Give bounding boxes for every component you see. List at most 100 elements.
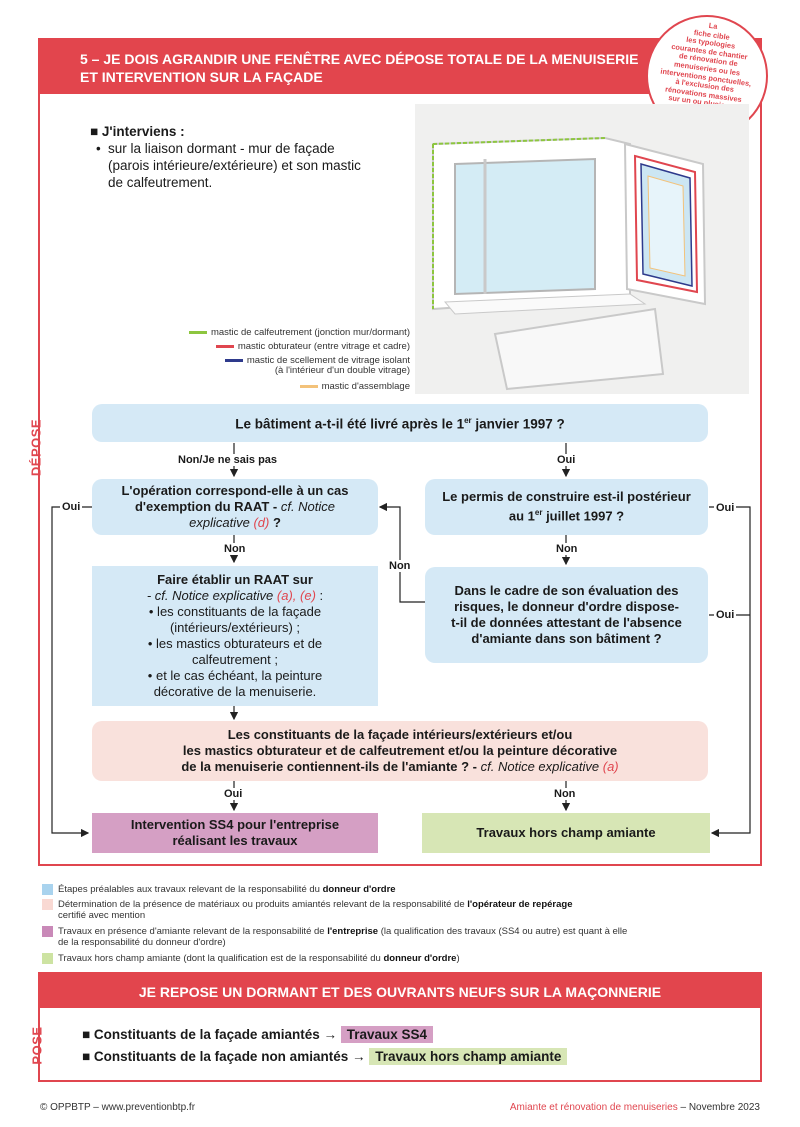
footer-left: © OPPBTP – www.preventionbtp.fr xyxy=(40,1102,196,1113)
q1-sup: er xyxy=(464,416,472,426)
q3-sup: er xyxy=(534,508,543,518)
legend-color-text: Travaux en présence d'amiante relevant d… xyxy=(58,926,758,948)
legend-color-text-line2: de la responsabilité du donneur d'ordre) xyxy=(58,937,226,948)
pose-bullet: ■ xyxy=(82,1049,94,1064)
raat-item: (intérieurs/extérieurs) ; xyxy=(169,620,301,635)
q4-line: risques, le donneur d'ordre dispose- xyxy=(454,599,679,614)
pose-bullet: ■ xyxy=(82,1027,94,1042)
q2-cf: cf. Notice xyxy=(280,499,336,514)
depose-banner: 5 – JE DOIS AGRANDIR UNE FENÊTRE AVEC DÉ… xyxy=(38,38,762,94)
q3-line2-end: juillet 1997 ? xyxy=(542,508,625,524)
page-title-line1: 5 – JE DOIS AGRANDIR UNE FENÊTRE AVEC DÉ… xyxy=(80,51,639,67)
pose-item2-tag: Travaux hors champ amiante xyxy=(369,1048,568,1065)
arrow-icon: → xyxy=(323,1027,338,1042)
label-non-q5: Non xyxy=(552,788,578,800)
footer-date: – Novembre 2023 xyxy=(677,1102,760,1113)
label-non-q4: Non xyxy=(387,560,413,572)
question-delivery-date: Le bâtiment a-t-il été livré après le 1e… xyxy=(92,404,708,442)
legend-swatch xyxy=(188,330,207,334)
q3-line2: au 1 xyxy=(508,508,535,524)
question-asbestos-data: Dans le cadre de son évaluation des risq… xyxy=(425,567,708,663)
pose-item-non-amiante: ■ Constituants de la façade non amiantés… xyxy=(82,1047,568,1067)
legend-swatch xyxy=(224,358,243,362)
raat-colon: : xyxy=(315,588,324,603)
arrow-icon: → xyxy=(351,1049,366,1064)
outcome-hors-champ: Travaux hors champ amiante xyxy=(422,813,710,853)
raat-cf: - cf. Notice explicative xyxy=(146,588,274,603)
intro-bullet-line: de calfeutrement. xyxy=(108,175,213,190)
q4-line: d'amiante dans son bâtiment ? xyxy=(471,631,662,646)
raat-item: calfeutrement ; xyxy=(192,652,278,667)
illustration-legend-item: mastic d'assemblage xyxy=(299,381,410,392)
pose-item-amiante: ■ Constituants de la façade amiantés → T… xyxy=(82,1025,434,1045)
page-title-line2: ET INTERVENTION SUR LA FAÇADE xyxy=(80,69,323,85)
window-drawing xyxy=(432,136,707,391)
raat-ref: (a), (e) xyxy=(276,588,316,603)
legend-swatch xyxy=(299,384,318,388)
legend-text: mastic de calfeutrement (jonction mur/do… xyxy=(210,327,410,338)
q1-text: Le bâtiment a-t-il été livré après le 1 xyxy=(235,416,465,432)
pose-title: JE REPOSE UN DORMANT ET DES OUVRANTS NEU… xyxy=(138,984,662,1000)
ss4-line2: réalisant les travaux xyxy=(172,833,298,848)
legend-color-swatch xyxy=(42,884,53,895)
pose-side-label: POSE xyxy=(29,1026,45,1065)
raat-item: • les mastics obturateurs et de xyxy=(147,636,323,651)
pose-item1-tag: Travaux SS4 xyxy=(340,1026,434,1043)
pose-item1-label: Constituants de la façade amiantés xyxy=(93,1027,320,1042)
pose-banner: JE REPOSE UN DORMANT ET DES OUVRANTS NEU… xyxy=(38,972,762,1008)
legend-text: mastic d'assemblage xyxy=(321,381,410,392)
q5-ref: (a) xyxy=(602,759,619,774)
pose-item2-label: Constituants de la façade non amiantés xyxy=(93,1049,349,1064)
action-raat: Faire établir un RAAT sur - cf. Notice e… xyxy=(92,566,378,706)
legend-text: mastic obturateur (entre vitrage et cadr… xyxy=(237,341,410,352)
illustration-legend-item: mastic obturateur (entre vitrage et cadr… xyxy=(215,341,410,352)
q2-line2: d'exemption du RAAT - xyxy=(134,499,281,514)
illustration-legend-item: mastic de calfeutrement (jonction mur/do… xyxy=(188,327,410,338)
raat-item: décorative de la menuiserie. xyxy=(153,684,317,699)
legend-color-text: Détermination de la présence de matériau… xyxy=(58,899,758,921)
label-oui-left: Oui xyxy=(60,501,83,513)
q1-text-end: janvier 1997 ? xyxy=(471,416,565,432)
footer-doc-title: Amiante et rénovation de menuiseries xyxy=(509,1102,678,1113)
q5-line3: de la menuiserie contiennent-ils de l'am… xyxy=(181,759,481,774)
label-oui-right-top: Oui xyxy=(714,502,737,514)
label-non-q3: Non xyxy=(554,543,580,555)
legend-color-text-line2: certifié avec mention xyxy=(58,910,146,921)
legend-color-text: Étapes préalables aux travaux relevant d… xyxy=(58,884,396,895)
intro-bullet-line: sur la liaison dormant - mur de façade xyxy=(108,141,335,156)
question-asbestos-content: Les constituants de la façade intérieurs… xyxy=(92,721,708,781)
question-permit-date: Le permis de construire est-il postérieu… xyxy=(425,479,708,535)
illustration-legend-item: mastic de scellement de vitrage isolant(… xyxy=(224,355,410,376)
q4-line: t-il de données attestant de l'absence xyxy=(451,615,682,630)
q2-end: ? xyxy=(269,515,281,530)
intro-bullet-line: (parois intérieure/extérieure) et son ma… xyxy=(108,158,361,173)
question-raat-exemption: L'opération correspond-elle à un cas d'e… xyxy=(92,479,378,535)
q3-line1: Le permis de construire est-il postérieu… xyxy=(442,489,691,505)
label-oui-right-q4: Oui xyxy=(714,609,737,621)
q2-line1: L'opération correspond-elle à un cas xyxy=(121,483,349,498)
q2-ref: (d) xyxy=(253,515,270,530)
intro-bullet: • sur la liaison dormant - mur de façade… xyxy=(90,140,420,191)
color-legend: Étapes préalables aux travaux relevant d… xyxy=(42,884,762,964)
legend-text-line2: (à l'intérieur d'un double vitrage) xyxy=(274,365,410,376)
hors-champ-label: Travaux hors champ amiante xyxy=(476,825,656,840)
footer-right: Amiante et rénovation de menuiseries – N… xyxy=(510,1102,760,1113)
intro-bullet-square: ■ xyxy=(90,124,102,139)
q5-line2: les mastics obturateur et de calfeutreme… xyxy=(182,743,618,758)
raat-item: • les constituants de la façade xyxy=(148,604,322,619)
legend-text: mastic de scellement de vitrage isolant xyxy=(246,355,410,366)
q5-line1: Les constituants de la façade intérieurs… xyxy=(227,727,573,742)
legend-color-swatch xyxy=(42,953,53,964)
legend-swatch xyxy=(215,344,234,348)
q5-cf: cf. Notice explicative xyxy=(480,759,600,774)
legend-color-swatch xyxy=(42,926,53,937)
q2-line3: explicative xyxy=(189,515,250,530)
raat-item: • et le cas échéant, la peinture xyxy=(147,668,323,683)
branch-label-yes: Oui xyxy=(555,454,578,466)
q4-line: Dans le cadre de son évaluation des xyxy=(454,583,679,598)
outcome-ss4: Intervention SS4 pour l'entreprise réali… xyxy=(92,813,378,853)
intro-block: ■ J'interviens : • sur la liaison dorman… xyxy=(90,123,420,191)
legend-color-swatch xyxy=(42,899,53,910)
label-non-q2: Non xyxy=(222,543,248,555)
raat-title: Faire établir un RAAT sur xyxy=(157,572,313,587)
